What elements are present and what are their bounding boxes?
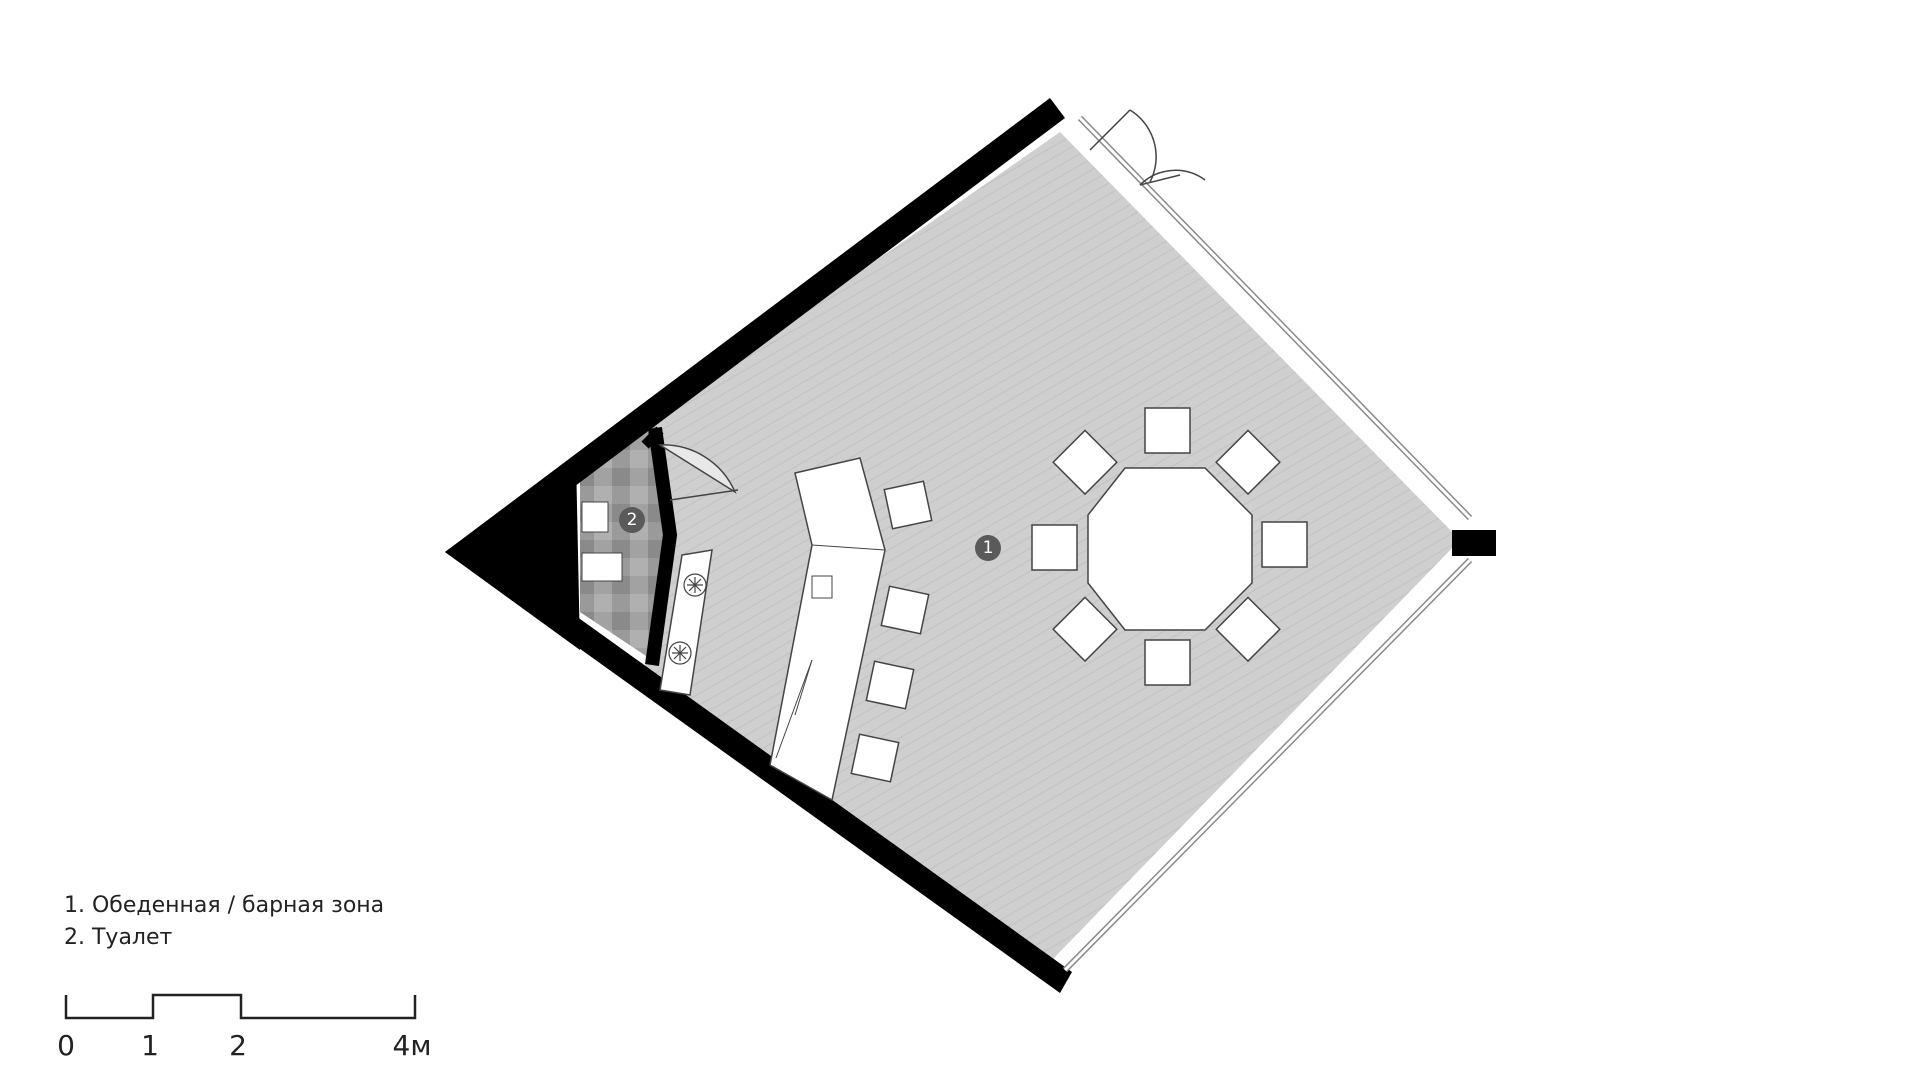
east-column [1452, 530, 1496, 556]
bar-stool [865, 660, 915, 710]
south-west-wall [445, 540, 1072, 993]
dining-chair [1261, 521, 1308, 568]
scale-tick-4: 4м [393, 1029, 432, 1062]
bar-stool [880, 585, 930, 635]
scale-bar [64, 993, 417, 1020]
dining-chair [1052, 596, 1118, 663]
dining-chair [1031, 524, 1078, 571]
toilet-sink [581, 501, 609, 533]
legend-item-toilet: 2. Туалет [64, 925, 173, 950]
kitchen-counter [659, 549, 713, 696]
zone-marker-1: 1 [975, 535, 1001, 561]
scale-tick-0: 0 [57, 1029, 75, 1062]
toilet-partition-wall [645, 427, 678, 666]
scale-tick-2: 2 [229, 1029, 247, 1062]
north-west-wall [445, 98, 1065, 565]
dining-chairs [1031, 407, 1308, 686]
zone-marker-1-label: 1 [983, 538, 994, 558]
zone-marker-2: 2 [619, 507, 645, 533]
toilet-bowl [581, 552, 623, 582]
toilet-door [657, 444, 739, 501]
legend-item-dining-bar: 1. Обеденная / барная зона [64, 893, 385, 918]
toilet-floor [580, 425, 670, 662]
legend: 1. Обеденная / барная зона 2. Туалет [64, 890, 384, 954]
bar-stools [850, 480, 933, 783]
dining-chair [1144, 639, 1191, 686]
zone-marker-2-label: 2 [627, 510, 638, 530]
west-corner-wall [445, 458, 580, 650]
dining-chair [1215, 596, 1281, 663]
dining-chair [1052, 429, 1118, 496]
entrance-double-door [1089, 109, 1206, 186]
bar-stool [883, 480, 933, 530]
bar-sink [811, 575, 833, 599]
bar-stool [850, 733, 900, 783]
dining-chair [1144, 407, 1191, 454]
octagonal-dining-table [1087, 467, 1253, 631]
dining-chair [1215, 429, 1281, 496]
hob-burner-icon [668, 573, 707, 665]
scale-tick-1: 1 [141, 1029, 159, 1062]
